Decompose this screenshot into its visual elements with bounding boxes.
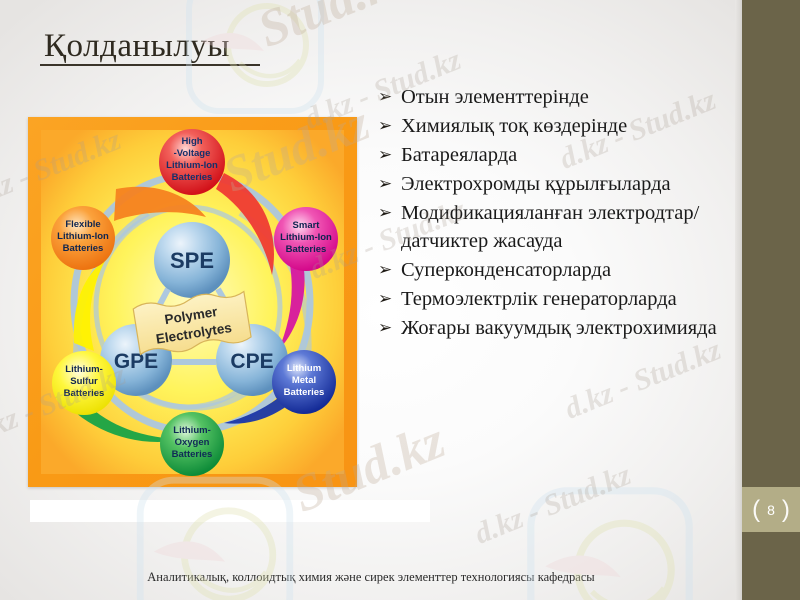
svg-text:Lithium-: Lithium- bbox=[65, 364, 102, 375]
list-item-label: Химиялық тоқ көздерінде bbox=[401, 115, 628, 137]
svg-text:Smart: Smart bbox=[293, 220, 321, 231]
page-number-label: 8 bbox=[767, 501, 775, 518]
svg-text:Lithium-Ion: Lithium-Ion bbox=[57, 231, 109, 242]
applications-bullet-list: ➢ Отын элементтерінде ➢ Химиялық тоқ көз… bbox=[378, 83, 728, 343]
list-item: ➢ Отын элементтерінде bbox=[378, 83, 728, 111]
arrow-bullet-icon: ➢ bbox=[378, 203, 393, 223]
page-title: Қолданылуы bbox=[40, 28, 260, 66]
bracket-right-icon: ) bbox=[781, 495, 790, 523]
arrow-bullet-icon: ➢ bbox=[378, 145, 393, 165]
svg-text:Batteries: Batteries bbox=[284, 387, 325, 398]
arrow-bullet-icon: ➢ bbox=[378, 260, 393, 280]
svg-text:Lithium: Lithium bbox=[287, 363, 321, 374]
svg-text:Lithium-Ion: Lithium-Ion bbox=[280, 232, 332, 243]
arrow-bullet-icon: ➢ bbox=[378, 174, 393, 194]
arrow-bullet-icon: ➢ bbox=[378, 87, 393, 107]
svg-text:CPE: CPE bbox=[230, 350, 273, 373]
list-item: ➢ Модификацияланған электродтар/датчикте… bbox=[378, 199, 728, 255]
arrow-bullet-icon: ➢ bbox=[378, 318, 393, 338]
watermark-text: d.kz - Stud.kz bbox=[560, 333, 726, 426]
svg-text:Lithium-Ion: Lithium-Ion bbox=[166, 160, 218, 171]
list-item-label: Жоғары вакуумдық электрохимияда bbox=[401, 317, 717, 339]
list-item-label: Электрохромды құрылғыларда bbox=[401, 173, 671, 195]
watermark-text: d.kz - Stud.kz bbox=[470, 458, 636, 551]
arrow-bullet-icon: ➢ bbox=[378, 289, 393, 309]
svg-text:Batteries: Batteries bbox=[172, 172, 213, 183]
list-item: ➢ Суперконденсаторларда bbox=[378, 256, 728, 284]
polymer-electrolyte-diagram: SPE GPE CPE Polymer Electrolytes bbox=[28, 117, 357, 487]
sidebar-edge-shade bbox=[735, 0, 743, 600]
page-number-badge: ( 8 ) bbox=[742, 487, 800, 532]
list-item: ➢ Термоэлектрлік генераторларда bbox=[378, 285, 728, 313]
list-item-label: Отын элементтерінде bbox=[401, 86, 589, 108]
svg-text:GPE: GPE bbox=[114, 350, 158, 373]
svg-text:Lithium-: Lithium- bbox=[173, 425, 210, 436]
list-item: ➢ Химиялық тоқ көздерінде bbox=[378, 112, 728, 140]
svg-text:Metal: Metal bbox=[292, 375, 316, 386]
list-item: ➢ Жоғары вакуумдық электрохимияда bbox=[378, 314, 728, 342]
content-placeholder-strip bbox=[30, 500, 430, 522]
svg-text:Batteries: Batteries bbox=[286, 244, 327, 255]
svg-text:SPE: SPE bbox=[170, 248, 214, 273]
svg-text:Batteries: Batteries bbox=[63, 243, 104, 254]
svg-text:Oxygen: Oxygen bbox=[175, 437, 210, 448]
svg-text:Flexible: Flexible bbox=[65, 219, 100, 230]
svg-text:Batteries: Batteries bbox=[172, 449, 213, 460]
svg-text:Sulfur: Sulfur bbox=[70, 376, 98, 387]
list-item-label: Термоэлектрлік генераторларда bbox=[401, 288, 677, 310]
list-item: ➢ Батареяларда bbox=[378, 141, 728, 169]
page-title-text: Қолданылуы bbox=[44, 28, 230, 64]
svg-text:High: High bbox=[181, 136, 202, 147]
list-item-label: Суперконденсаторларда bbox=[401, 259, 612, 281]
list-item-label: Батареяларда bbox=[401, 144, 518, 166]
title-underline bbox=[40, 64, 260, 66]
svg-text:-Voltage: -Voltage bbox=[174, 148, 211, 159]
arrow-bullet-icon: ➢ bbox=[378, 116, 393, 136]
watermark-text: Stud.kz bbox=[250, 0, 418, 59]
bracket-left-icon: ( bbox=[752, 495, 761, 523]
slide-footer: Аналитикалық, коллоидтық химия және сире… bbox=[147, 570, 595, 584]
list-item: ➢ Электрохромды құрылғыларда bbox=[378, 170, 728, 198]
list-item-label: Модификацияланған электродтар/датчиктер … bbox=[401, 202, 700, 252]
svg-text:Batteries: Batteries bbox=[64, 388, 105, 399]
